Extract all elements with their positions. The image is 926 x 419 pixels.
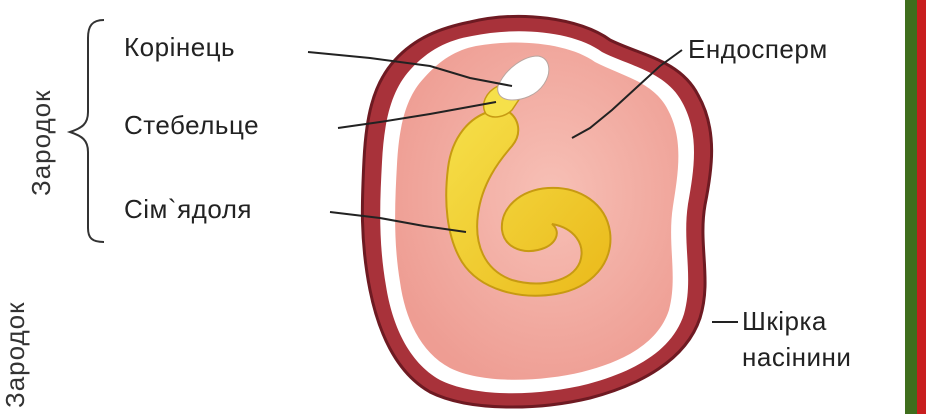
right-border-green: [905, 0, 917, 414]
label-korinets: Корінець: [124, 32, 235, 63]
label-endosperm: Ендосперм: [688, 34, 828, 65]
group-bracket: [70, 20, 104, 242]
label-stebeltse: Стебельце: [124, 110, 259, 141]
label-simyadolia: Сім`ядоля: [124, 194, 252, 225]
right-border-red: [917, 0, 926, 414]
label-shkirka-line2: насінини: [742, 342, 851, 373]
label-shkirka-line1: Шкірка: [742, 306, 827, 337]
label-zarodok-lower: Зародок: [0, 301, 31, 408]
label-zarodok-upper: Зародок: [26, 89, 57, 196]
